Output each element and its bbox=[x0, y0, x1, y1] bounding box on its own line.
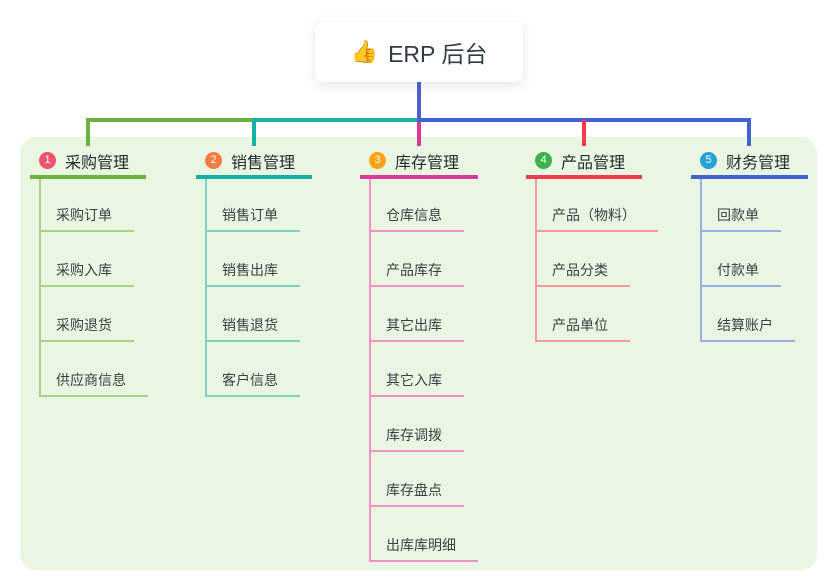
branch-title: 库存管理 bbox=[395, 154, 460, 172]
branch-number-badge: 5 bbox=[700, 152, 717, 169]
node-warehouse-info[interactable]: 仓库信息 bbox=[369, 200, 464, 232]
branch-title: 财务管理 bbox=[726, 154, 791, 172]
node-product-category[interactable]: 产品分类 bbox=[535, 255, 630, 287]
node-receipt-bill[interactable]: 回款单 bbox=[700, 200, 781, 232]
node-purchase-order[interactable]: 采购订单 bbox=[39, 200, 134, 232]
branch-title: 产品管理 bbox=[561, 154, 626, 172]
branch-number-badge: 2 bbox=[205, 152, 222, 169]
node-supplier-info[interactable]: 供应商信息 bbox=[39, 365, 148, 397]
children-connector-line bbox=[39, 179, 41, 397]
connector-drop-branch3 bbox=[417, 122, 421, 146]
branch-title: 销售管理 bbox=[231, 154, 296, 172]
children-connector-line bbox=[205, 179, 207, 397]
branch-product-node[interactable]: 4 产品管理 bbox=[526, 146, 625, 175]
branch-number-badge: 1 bbox=[39, 152, 56, 169]
node-payment-bill[interactable]: 付款单 bbox=[700, 255, 781, 287]
connector-root-vertical bbox=[417, 82, 421, 126]
node-sales-order[interactable]: 销售订单 bbox=[205, 200, 300, 232]
connector-drop-branch1 bbox=[86, 120, 90, 146]
branch-inventory-node[interactable]: 3 库存管理 bbox=[360, 146, 459, 175]
branch-finance-node[interactable]: 5 财务管理 bbox=[691, 146, 790, 175]
node-stock-taking[interactable]: 库存盘点 bbox=[369, 475, 464, 507]
node-product-unit[interactable]: 产品单位 bbox=[535, 310, 630, 342]
branch-underline bbox=[691, 175, 808, 179]
children-connector-line bbox=[700, 179, 702, 342]
branch-procurement-node[interactable]: 1 采购管理 bbox=[30, 146, 129, 175]
node-sales-outbound[interactable]: 销售出库 bbox=[205, 255, 300, 287]
connector-horizontal-branch2 bbox=[252, 118, 421, 122]
branch-sales-node[interactable]: 2 销售管理 bbox=[196, 146, 295, 175]
branch-underline bbox=[196, 175, 312, 179]
branches-panel bbox=[20, 137, 817, 570]
node-sales-return[interactable]: 销售退货 bbox=[205, 310, 300, 342]
branch-number-badge: 4 bbox=[535, 152, 552, 169]
node-outbound-details[interactable]: 出库库明细 bbox=[369, 530, 478, 562]
node-product-material[interactable]: 产品（物料） bbox=[535, 200, 658, 232]
node-other-outbound[interactable]: 其它出库 bbox=[369, 310, 464, 342]
connector-drop-branch4 bbox=[582, 120, 586, 146]
root-node-label: ERP 后台 bbox=[388, 41, 488, 67]
connector-drop-branch5 bbox=[747, 120, 751, 146]
node-purchase-inbound[interactable]: 采购入库 bbox=[39, 255, 134, 287]
root-node-erp-backend[interactable]: 👍 ERP 后台 bbox=[315, 22, 523, 82]
branch-number-badge: 3 bbox=[369, 152, 386, 169]
branch-underline bbox=[526, 175, 642, 179]
node-other-inbound[interactable]: 其它入库 bbox=[369, 365, 464, 397]
node-stock-transfer[interactable]: 库存调拨 bbox=[369, 420, 464, 452]
children-connector-line bbox=[535, 179, 537, 342]
branch-underline bbox=[30, 175, 146, 179]
children-connector-line bbox=[369, 179, 371, 562]
connector-horizontal-branch1 bbox=[86, 118, 256, 122]
node-settlement-account[interactable]: 结算账户 bbox=[700, 310, 795, 342]
branch-title: 采购管理 bbox=[65, 154, 130, 172]
node-purchase-return[interactable]: 采购退货 bbox=[39, 310, 134, 342]
connector-drop-branch2 bbox=[252, 120, 256, 146]
node-customer-info[interactable]: 客户信息 bbox=[205, 365, 300, 397]
branch-underline bbox=[360, 175, 478, 179]
thumbs-up-icon: 👍 bbox=[350, 39, 379, 64]
node-product-stock[interactable]: 产品库存 bbox=[369, 255, 464, 287]
